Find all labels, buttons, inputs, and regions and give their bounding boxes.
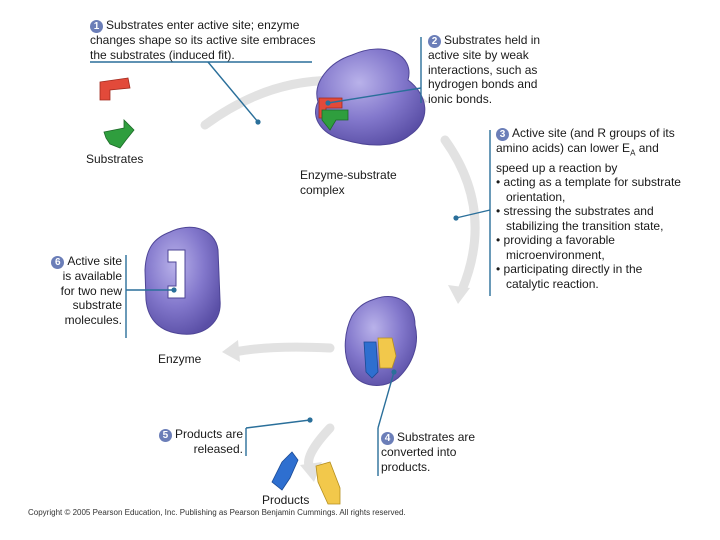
label-enzyme-substrate-complex: Enzyme-substrate complex [300, 168, 397, 197]
arrow-left-bottom [230, 342, 335, 357]
label-enzyme: Enzyme [158, 352, 202, 366]
arrowhead-right [448, 285, 470, 304]
step-3-bullet: participating directly in the catalytic … [496, 262, 686, 291]
step-1-number: 1 [90, 20, 103, 33]
product-yellow [315, 461, 341, 505]
step-1-text: Substrates enter active site; enzyme cha… [90, 18, 316, 62]
step-2-text: Substrates held in active site by weak i… [428, 33, 541, 106]
step-5-number: 5 [158, 429, 172, 442]
callout-lines [90, 37, 491, 476]
enzyme-substrate-complex [315, 48, 426, 146]
step-3-bullet: acting as a template for substrate orien… [496, 175, 686, 204]
step-3-intro-text: Active site (and R groups of its amino a… [496, 126, 675, 155]
arrowhead-left [222, 340, 240, 362]
label-products: Products [262, 493, 310, 507]
enzyme-free [144, 226, 221, 335]
step-3-bullet: stressing the substrates and stabilizing… [496, 204, 686, 233]
product-blue [271, 451, 299, 491]
products-released [271, 451, 341, 505]
step-6-number: 6 [51, 256, 65, 269]
copyright-notice: Copyright © 2005 Pearson Education, Inc.… [28, 508, 406, 517]
step-6-text: Active site is available for two new sub… [60, 254, 122, 327]
step-3-bullets: acting as a template for substrate orien… [496, 175, 686, 291]
step-3-intro-tail: and speed up a reaction by [496, 141, 659, 175]
enzyme-product-complex [344, 295, 417, 386]
label-substrates: Substrates [86, 152, 144, 166]
cycle-arrowheads [222, 82, 470, 482]
step-5-text: Products are released. [174, 427, 243, 456]
substrates-free [99, 77, 135, 149]
step-3-intro-sub: A [630, 148, 636, 158]
step-3-bullet: providing a favorable microenvironment, [496, 233, 686, 262]
callout-dots [171, 100, 459, 423]
arrow-right [440, 135, 480, 295]
step-4-text: Substrates are converted into products. [381, 430, 476, 474]
step-2-number: 2 [428, 35, 441, 48]
step-4-number: 4 [381, 432, 394, 445]
substrate-red [99, 77, 131, 101]
step-3-number: 3 [496, 128, 509, 141]
substrate-green [103, 119, 135, 149]
